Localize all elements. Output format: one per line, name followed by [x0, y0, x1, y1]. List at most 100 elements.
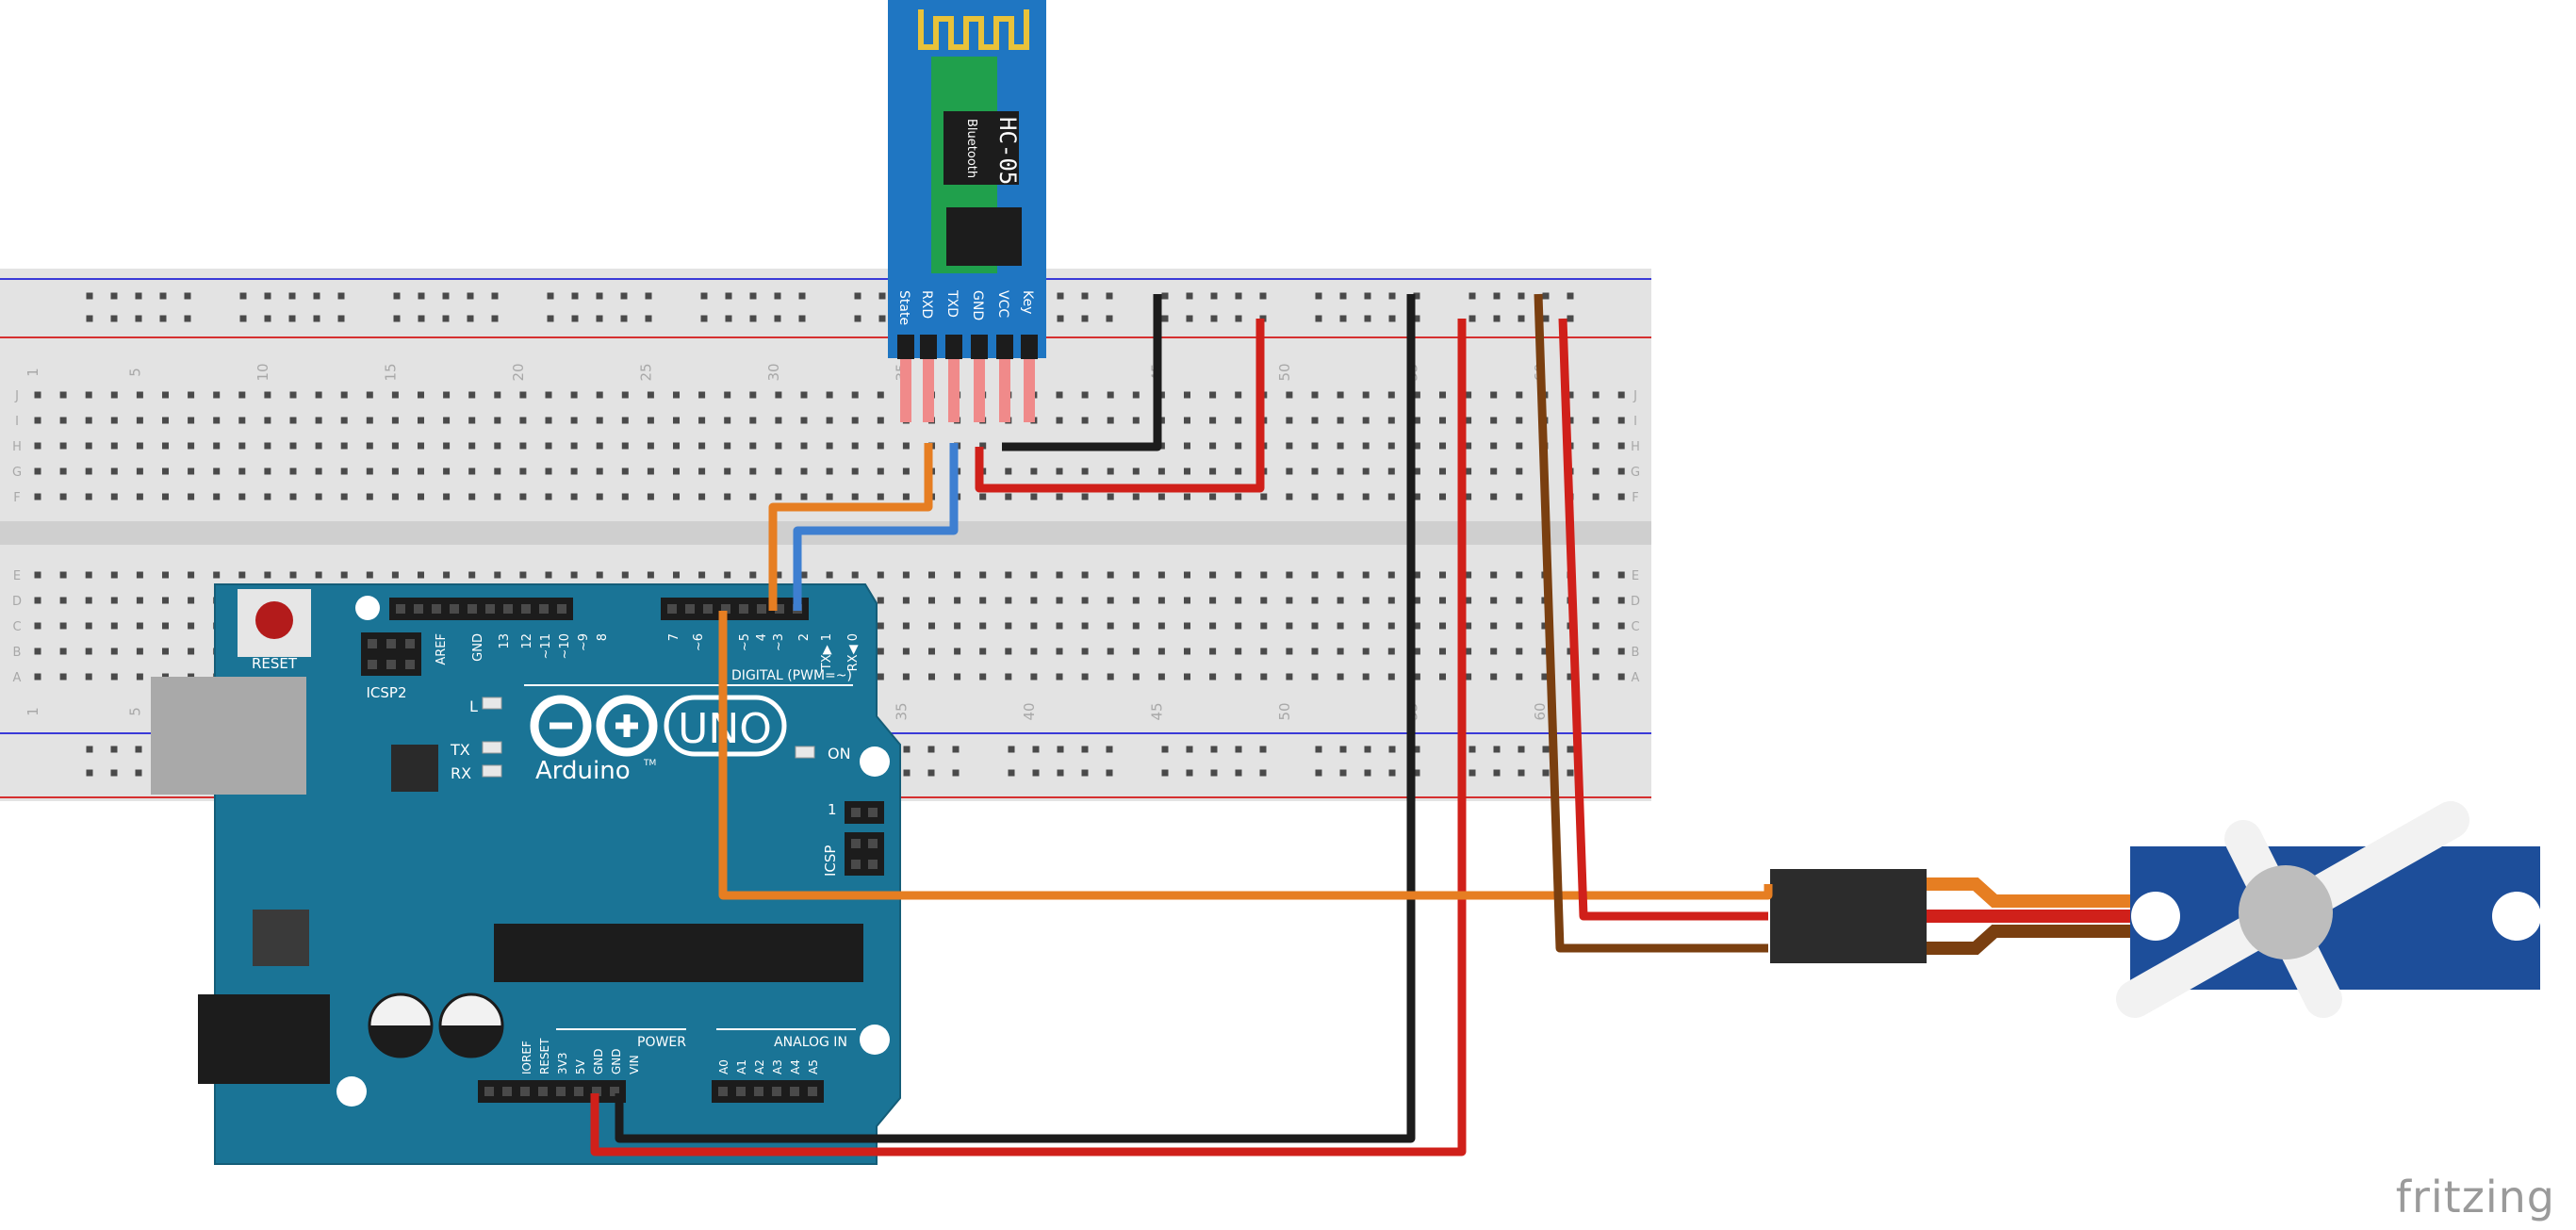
row-label: G	[1631, 466, 1640, 480]
analog-pin-label: A5	[807, 1059, 820, 1074]
power-header: POWER	[637, 1035, 686, 1050]
header-pin	[574, 1087, 583, 1096]
header-pin	[485, 604, 495, 614]
led-icon	[482, 741, 502, 754]
digital-pin-label: GND	[471, 633, 485, 662]
row-label: H	[12, 440, 22, 454]
icsp-pin1-label: 1	[828, 801, 837, 818]
column-label: 25	[637, 363, 654, 381]
led-tx-label: TX	[450, 741, 470, 759]
hc05-pin-label: RXD	[919, 290, 934, 319]
analog-pin-label: A0	[717, 1059, 730, 1074]
hc05-pin-header	[996, 335, 1013, 359]
led-rx-label: RX	[451, 764, 471, 782]
header-pin	[592, 1087, 601, 1096]
header-pin	[757, 604, 766, 614]
row-label: D	[12, 595, 22, 609]
column-label: 1	[25, 368, 41, 377]
led-on-label: ON	[828, 745, 851, 763]
digital-pin-label: ~6	[692, 633, 706, 651]
power-pin-label: RESET	[538, 1038, 551, 1074]
header-pin	[868, 860, 878, 869]
header-pin	[405, 639, 415, 648]
column-label: 30	[765, 363, 782, 381]
row-label: D	[1631, 595, 1640, 609]
icsp-label: ICSP	[822, 845, 839, 877]
digital-pin-label: RX◀ 0	[846, 633, 861, 671]
row-label: B	[13, 646, 22, 660]
header-pin	[520, 1087, 530, 1096]
row-label: A	[1632, 671, 1640, 685]
wire-orange	[768, 443, 933, 611]
column-label: 5	[126, 707, 143, 716]
header-pin	[396, 604, 405, 614]
column-label: 15	[382, 363, 399, 381]
analog-pin-label: A4	[789, 1059, 802, 1074]
column-label: 10	[254, 363, 271, 381]
header-pin	[502, 1087, 512, 1096]
header-pin	[772, 1087, 781, 1096]
header-pin	[736, 1087, 746, 1096]
hc05-pin-leg	[1024, 359, 1035, 422]
led-l-label: L	[469, 697, 478, 715]
reset-button-icon[interactable]	[255, 601, 293, 639]
arduino-uno-board: UNO Arduino TM RESET ICSP2 ICSP DIGITAL …	[151, 583, 901, 1165]
row-label: H	[1631, 440, 1640, 454]
hc05-pin-leg	[900, 359, 911, 422]
digital-pin-label: TX▶ 1	[820, 633, 834, 671]
header-pin	[414, 604, 423, 614]
wire-blue	[793, 443, 959, 611]
header-pin	[557, 604, 566, 614]
header-pin	[808, 1087, 817, 1096]
digital-pin-label: ~3	[772, 633, 786, 651]
column-label: 50	[1276, 363, 1293, 381]
fritzing-logo: fritzing	[2395, 1172, 2555, 1222]
digital-pin-label: 2	[797, 633, 812, 641]
header-pin	[368, 660, 377, 669]
header-pin	[432, 604, 441, 614]
header-pin	[610, 1087, 619, 1096]
wire-red	[590, 319, 1467, 1156]
digital-pin-label: ~5	[738, 633, 752, 651]
hc05-subtitle: Bluetooth	[964, 119, 978, 178]
wire-brown	[1534, 293, 1768, 953]
power-pin-label: GND	[592, 1048, 605, 1074]
digital-pin-label: AREF	[435, 633, 449, 665]
analog-pin-label: A1	[735, 1059, 748, 1074]
header-pin	[868, 808, 878, 817]
header-pin	[775, 604, 784, 614]
wire-black	[615, 294, 1416, 1143]
header-pin	[503, 604, 513, 614]
hc05-pin-leg	[999, 359, 1010, 422]
hc05-title: HC-05	[994, 117, 1021, 185]
header-pin	[721, 604, 730, 614]
hc05-pin-label: VCC	[995, 290, 1010, 318]
header-pin	[521, 604, 531, 614]
hc05-pin-label: TXD	[944, 289, 960, 318]
reset-label: RESET	[252, 655, 298, 672]
board-trademark: TM	[643, 759, 656, 768]
hc05-pin-leg	[974, 359, 985, 422]
hc05-pin-leg	[923, 359, 934, 422]
hc05-pin-header	[971, 335, 988, 359]
header-pin	[718, 1087, 728, 1096]
row-label: E	[13, 569, 21, 583]
column-label: 5	[126, 368, 143, 377]
header-pin	[450, 604, 459, 614]
power-pin-label: IOREF	[520, 1041, 533, 1074]
icsp2-label: ICSP2	[366, 684, 406, 701]
column-label: 50	[1276, 702, 1293, 720]
hc05-pin-label: State	[896, 290, 911, 325]
power-pin-label: 3V3	[556, 1053, 569, 1074]
row-label: G	[12, 466, 22, 480]
analog-pin-label: A2	[753, 1059, 766, 1074]
hc05-pin-label: GND	[970, 290, 985, 320]
header-pin	[685, 604, 695, 614]
header-pin	[868, 839, 878, 848]
header-pin	[386, 660, 396, 669]
led-icon	[795, 746, 815, 759]
row-label: I	[15, 415, 19, 429]
